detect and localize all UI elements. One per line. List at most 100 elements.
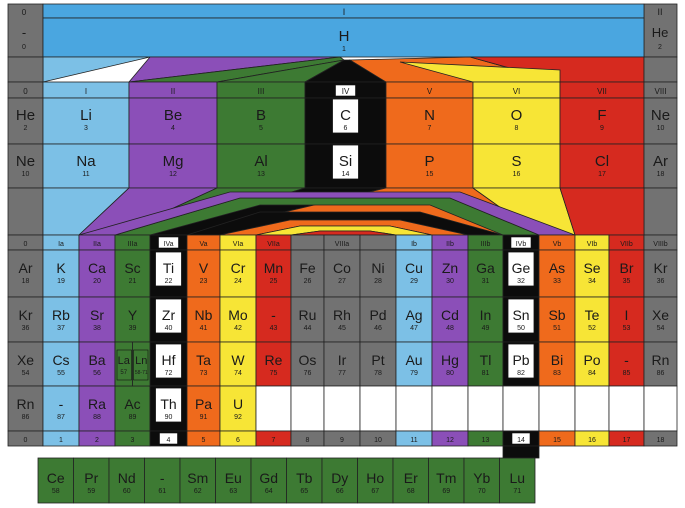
long-header-cell [359,234,397,251]
long-footer-number: 6 [236,437,240,444]
short-cell-na-symbol: Na [76,153,96,170]
long-cell [395,249,433,298]
short-row1-cell [42,97,130,145]
right-gray-column-top [643,3,678,58]
long-cell-ta-symbol: Ta [196,352,211,368]
long-cell-rh-number: 45 [338,325,346,332]
short-cell-s-symbol: S [511,153,521,170]
lanthanide-lu-number: 71 [513,488,521,495]
long-cell-ag-number: 47 [410,325,418,332]
long-cell [359,249,397,298]
long-header-label: IVa [164,241,174,248]
long-cell [608,341,645,387]
long-cell-v-number: 23 [200,278,208,285]
long-footer-number: 3 [131,437,135,444]
long-cell-ar-number: 18 [22,278,30,285]
long-header-label: VIIb [620,241,633,248]
long-cell [219,296,257,343]
long-cell-ni-number: 28 [374,278,382,285]
lanthanide-pr-symbol: Pr [84,470,98,486]
long-cell-ge-number: 32 [517,278,525,285]
lanthanide-gd-symbol: Gd [259,470,278,486]
short-cell-mg-number: 12 [169,171,177,178]
short-row2-cell [472,143,561,189]
long-cell-zn-number: 30 [446,278,454,285]
he-group-label: II [657,7,662,17]
long-cell---symbol: - [59,396,64,412]
short-row1-cell [216,97,306,145]
long-cell-hf-number: 72 [165,370,173,377]
short-cell-ar-symbol: Ar [653,153,668,170]
long-cell [359,296,397,343]
long-cell-sr-number: 38 [93,325,101,332]
long-cell-fe-number: 26 [304,278,312,285]
short-cell-p-number: 15 [426,171,434,178]
long-cell-ru-number: 44 [304,325,312,332]
long-footer-number: 14 [517,437,525,444]
long-cell-mo-symbol: Mo [228,307,248,323]
short-row1-cell [472,97,561,145]
long-cell-xe-symbol: Xe [17,352,34,368]
long-cell-i-number: 53 [623,325,631,332]
long-cell-sn-symbol: Sn [512,307,529,323]
long-cell-sb-symbol: Sb [548,307,565,323]
short-row2-cell [216,143,306,189]
long-header-label: 0 [24,241,28,248]
long-cell-ar-symbol: Ar [19,260,33,276]
short-header-box [335,84,356,97]
long-cell-zr-number: 40 [165,325,173,332]
lanthanide-cell [321,457,358,504]
long-cell-fe-symbol: Fe [299,260,316,276]
long-footer-box [511,432,531,445]
long-cell-rn-number: 86 [22,414,30,421]
long-cell-hg-symbol: Hg [441,352,459,368]
long-cell-bi-symbol: Bi [551,352,563,368]
lanthanide---symbol: - [160,470,165,486]
top-left-symbol: - [22,25,26,40]
lanthanide-cell [428,457,465,504]
long-cell-rn-number: 86 [657,370,665,377]
lanthanide-nd-symbol: Nd [118,470,136,486]
short-cell-f-symbol: F [597,107,606,124]
lanthanide-cell [73,457,110,504]
long-cell-mn-symbol: Mn [264,260,283,276]
long-footer-number: 12 [446,437,454,444]
short-header-label: VI [513,87,521,96]
short-header-label: 0 [23,87,28,96]
lanthanide-lu-symbol: Lu [509,470,525,486]
long-cell-te-number: 52 [588,325,596,332]
short-cell-c-symbol: C [340,107,351,124]
long-cell---number: 43 [270,325,278,332]
long-cell-pb-box [507,343,535,379]
lanthanide-cell [37,457,74,504]
long-cell---symbol: - [624,352,629,368]
long-cell [608,385,645,432]
lanthanides-symbol: Ln [135,355,147,367]
long-cell-mn-number: 25 [270,278,278,285]
lanthanide-ho-number: 67 [371,488,379,495]
long-cell-br-symbol: Br [620,260,634,276]
short-header-label: II [171,87,175,96]
long-cell---number: 87 [57,414,65,421]
lanthanides-number: 58-71 [135,370,148,376]
long-cell-ca-number: 20 [93,278,101,285]
left-gray-column-top [7,3,44,58]
lanthanide-eu-number: 63 [229,488,237,495]
long-cell [42,249,80,298]
long-cell-rn-symbol: Rn [17,396,35,412]
long-cell-ge-box [507,251,535,287]
long-cell [7,341,44,387]
long-cell [78,341,116,387]
short-cell-c-box [332,98,359,134]
long-cell-au-number: 79 [410,370,418,377]
long-footer-number: 11 [410,437,417,444]
short-cell-be-symbol: Be [164,107,182,124]
short-header-label: VII [597,87,607,96]
lu-connector [502,445,540,459]
hydrogen-symbol: H [339,28,350,45]
long-cell-sn-box [507,298,535,334]
short-cell-n-symbol: N [424,107,435,124]
long-cell [467,385,504,432]
long-cell-hg-number: 80 [446,370,454,377]
long-cell-pt-number: 78 [374,370,382,377]
